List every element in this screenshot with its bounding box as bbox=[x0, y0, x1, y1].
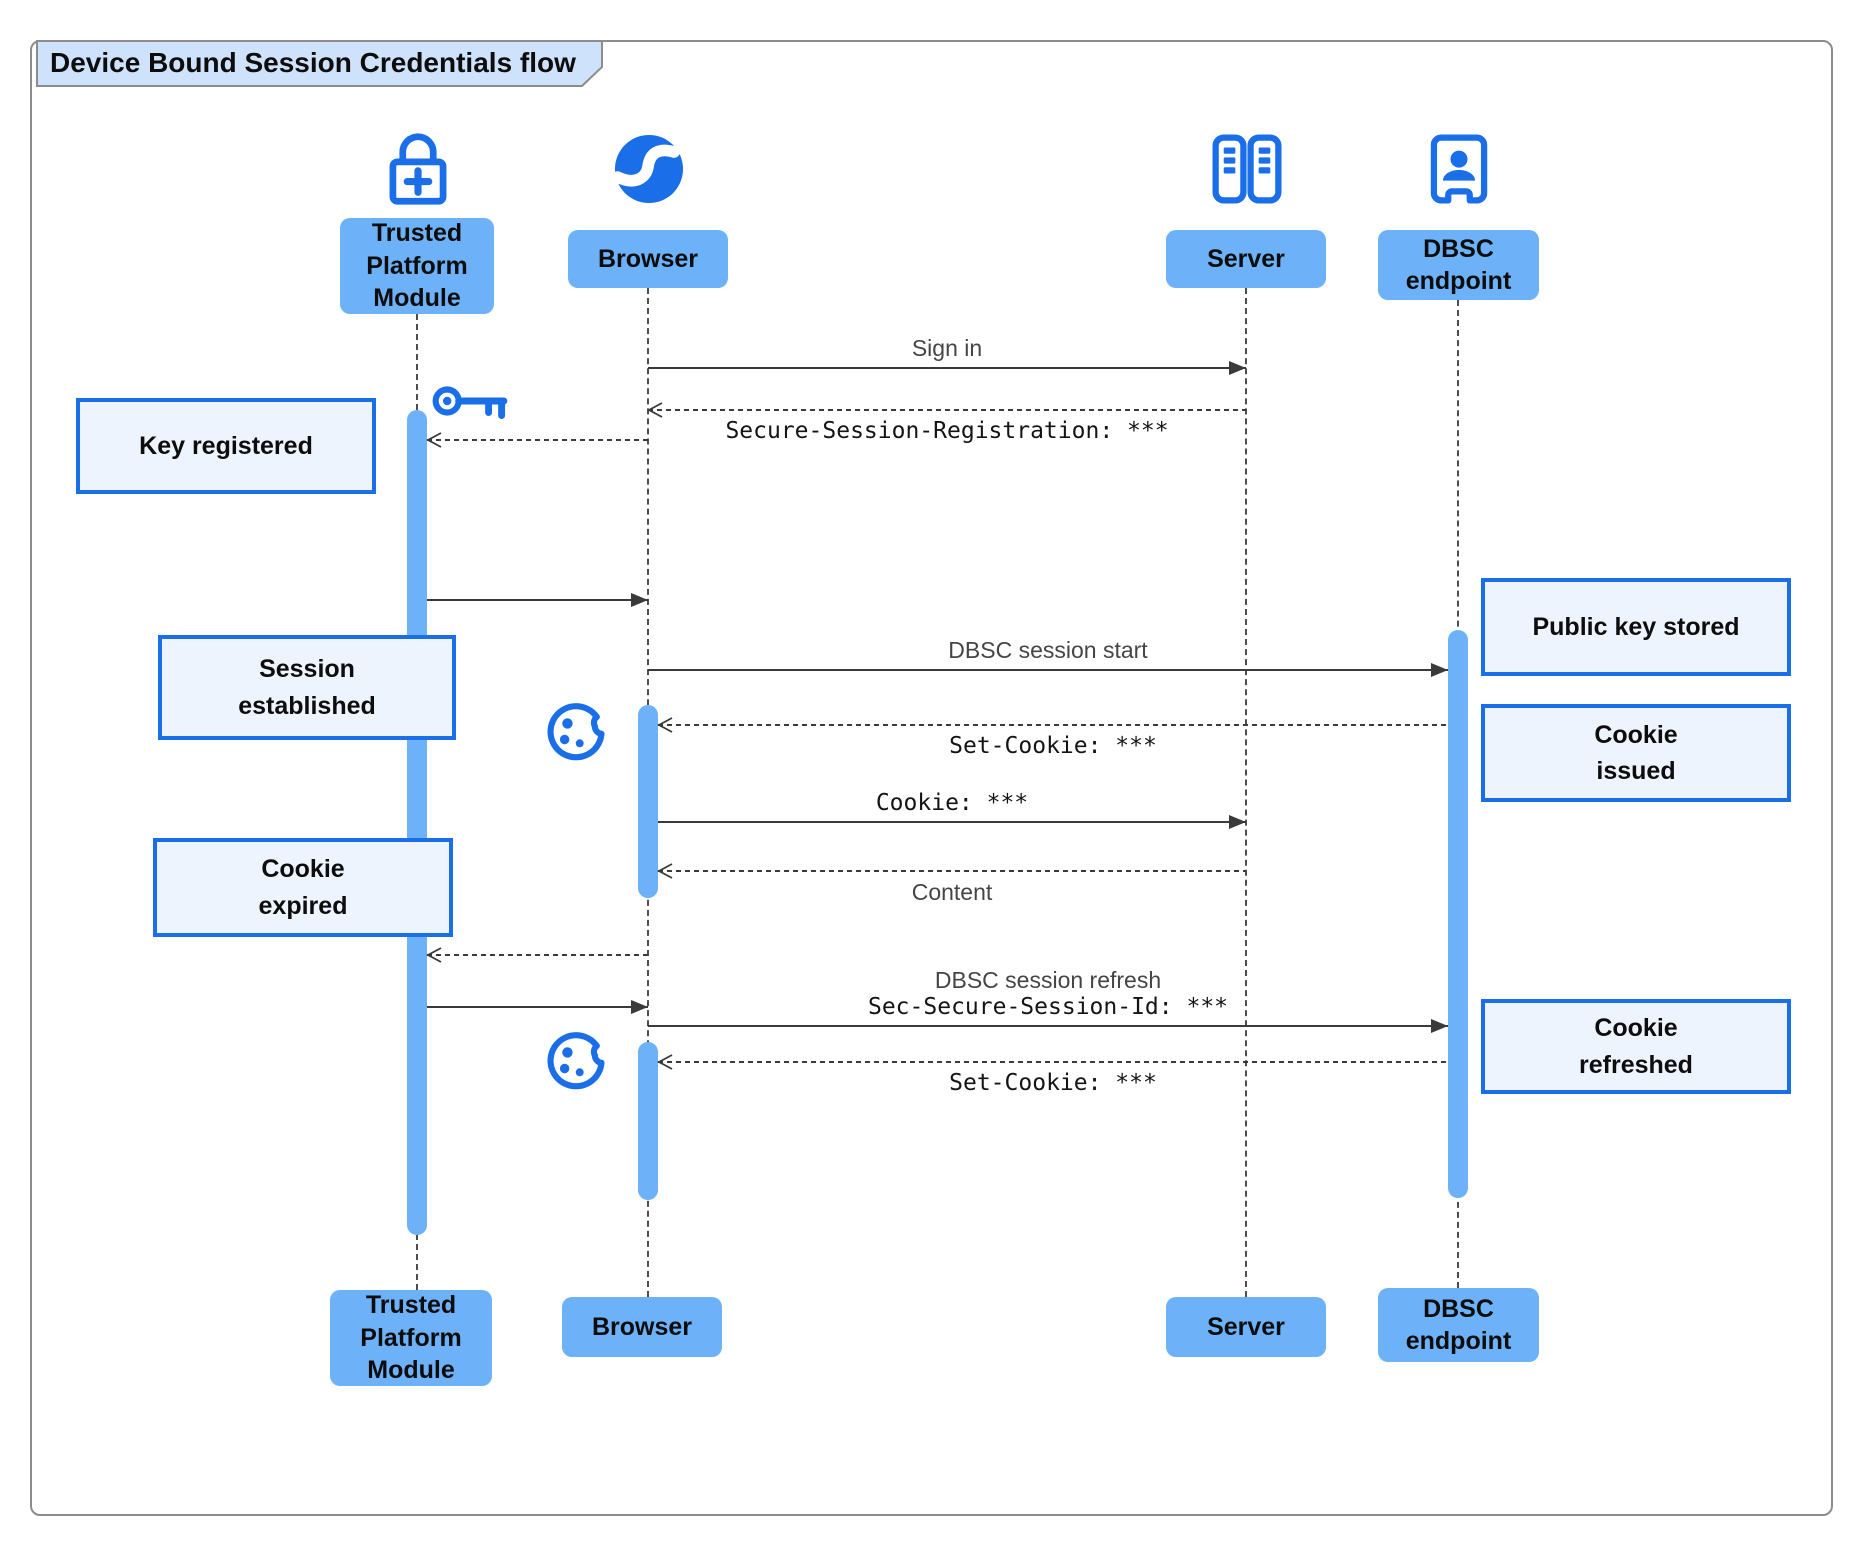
arrowhead-tpm-to-browser-reply-2 bbox=[631, 1000, 648, 1014]
message-label-sign-in: Sign in bbox=[911, 335, 983, 361]
message-label-set-cookie-1: Set-Cookie: *** bbox=[949, 733, 1157, 759]
message-line-secure-session-registration bbox=[648, 409, 1246, 411]
activation-browser-1 bbox=[638, 705, 658, 898]
message-label-secure-session-registration: Secure-Session-Registration: *** bbox=[725, 418, 1169, 444]
message-line-set-cookie-1 bbox=[658, 724, 1448, 726]
message-line-dbsc-session-start bbox=[648, 669, 1448, 671]
arrowhead-set-cookie-1 bbox=[656, 715, 676, 740]
message-label-cookie: Cookie: *** bbox=[875, 790, 1029, 816]
diagram-title-tab: Device Bound Session Credentials flow bbox=[36, 40, 604, 88]
arrowhead-secure-session-registration bbox=[646, 400, 666, 425]
message-label-set-cookie-2: Set-Cookie: *** bbox=[949, 1070, 1157, 1096]
actor-browser-top: Browser bbox=[568, 230, 728, 288]
actor-server-top: Server bbox=[1166, 230, 1326, 288]
message-line-dbsc-session-refresh bbox=[648, 1025, 1448, 1027]
key-icon bbox=[428, 376, 520, 426]
arrowhead-browser-to-tpm-request-2 bbox=[425, 945, 445, 970]
title-tab-shape bbox=[36, 40, 603, 87]
message-line-set-cookie-2 bbox=[658, 1061, 1448, 1063]
message-line-content bbox=[658, 870, 1246, 872]
server-icon bbox=[1204, 126, 1290, 212]
note-key-registered: Key registered bbox=[76, 398, 376, 494]
message-label-content: Content bbox=[911, 879, 993, 905]
arrowhead-content bbox=[656, 861, 676, 886]
activation-browser-2 bbox=[638, 1042, 658, 1200]
message-label-dbsc-session-start: DBSC session start bbox=[948, 637, 1148, 663]
arrowhead-set-cookie-2 bbox=[656, 1052, 676, 1077]
arrowhead-browser-to-tpm-request bbox=[425, 430, 445, 455]
message-line-tpm-to-browser-reply-2 bbox=[427, 1006, 648, 1008]
arrowhead-cookie bbox=[1229, 815, 1246, 829]
arrowhead-dbsc-session-start bbox=[1431, 663, 1448, 677]
lock-plus-icon bbox=[375, 126, 461, 212]
message-line-browser-to-tpm-request-2 bbox=[427, 954, 648, 956]
arrowhead-dbsc-session-refresh bbox=[1431, 1019, 1448, 1033]
actor-browser-bottom: Browser bbox=[562, 1297, 722, 1357]
cookie-icon bbox=[541, 697, 609, 765]
message-line-browser-to-tpm-request bbox=[427, 439, 648, 441]
activation-dbsc-3 bbox=[1448, 630, 1468, 1198]
message-line-sign-in bbox=[648, 367, 1246, 369]
badge-person-icon bbox=[1416, 126, 1502, 212]
arrowhead-tpm-to-browser-reply bbox=[631, 593, 648, 607]
arrowhead-sign-in bbox=[1229, 361, 1246, 375]
message-line-cookie bbox=[658, 821, 1246, 823]
globe-icon bbox=[606, 126, 692, 212]
note-public-key-stored: Public key stored bbox=[1481, 578, 1791, 676]
message-line-tpm-to-browser-reply bbox=[427, 599, 648, 601]
page-title: Device Bound Session Credentials flow bbox=[50, 47, 576, 78]
lifeline-server bbox=[1245, 288, 1247, 1297]
cookie-icon bbox=[541, 1026, 609, 1094]
activation-tpm-0 bbox=[407, 410, 427, 1235]
actor-server-bottom: Server bbox=[1166, 1297, 1326, 1357]
